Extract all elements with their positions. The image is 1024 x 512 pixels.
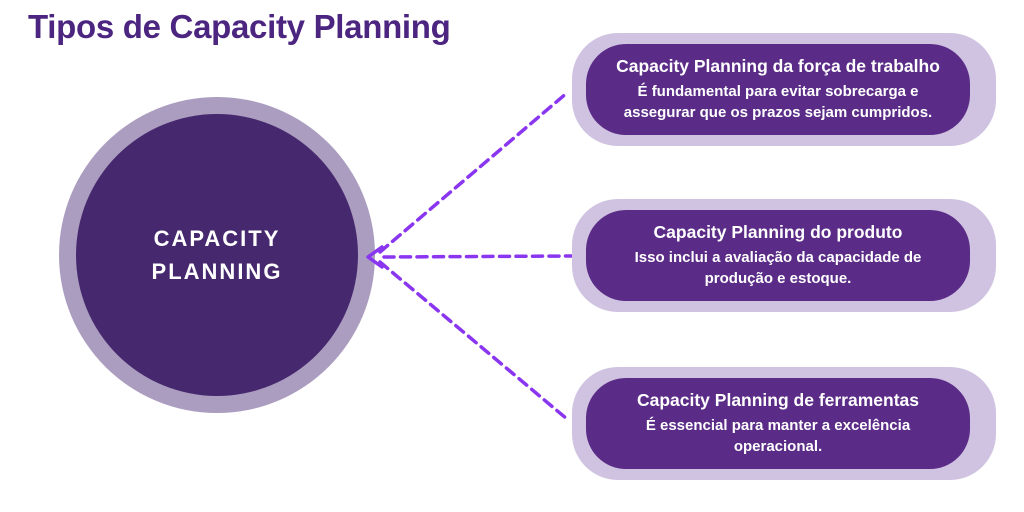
connector-line-bottom xyxy=(378,260,569,421)
card-description: Isso inclui a avaliação da capacidade de… xyxy=(634,249,922,287)
card-tools: Capacity Planning de ferramentas É essen… xyxy=(572,367,996,480)
card-title: Capacity Planning de ferramentas xyxy=(636,390,920,411)
card-tools-body: Capacity Planning de ferramentas É essen… xyxy=(586,378,970,469)
card-product-body: Capacity Planning do produto Isso inclui… xyxy=(586,210,970,301)
center-node-circle: CAPACITY PLANNING xyxy=(59,97,375,413)
center-node-label: CAPACITY PLANNING xyxy=(152,222,283,288)
connector-line-top xyxy=(378,90,570,254)
card-title: Capacity Planning da força de trabalho xyxy=(616,56,940,77)
card-title: Capacity Planning do produto xyxy=(653,222,903,243)
page-title: Tipos de Capacity Planning xyxy=(28,8,451,45)
card-description: É essencial para manter a excelência ope… xyxy=(645,417,911,455)
card-description: É fundamental para evitar sobrecarga e a… xyxy=(623,83,933,121)
center-node-label-line2: PLANNING xyxy=(151,259,283,284)
center-node-circle-fill: CAPACITY PLANNING xyxy=(76,114,358,396)
connector-line-middle xyxy=(382,254,576,259)
center-node-label-line1: CAPACITY xyxy=(153,226,281,251)
card-workforce: Capacity Planning da força de trabalho É… xyxy=(572,33,996,146)
card-product: Capacity Planning do produto Isso inclui… xyxy=(572,199,996,312)
card-workforce-body: Capacity Planning da força de trabalho É… xyxy=(586,44,970,135)
